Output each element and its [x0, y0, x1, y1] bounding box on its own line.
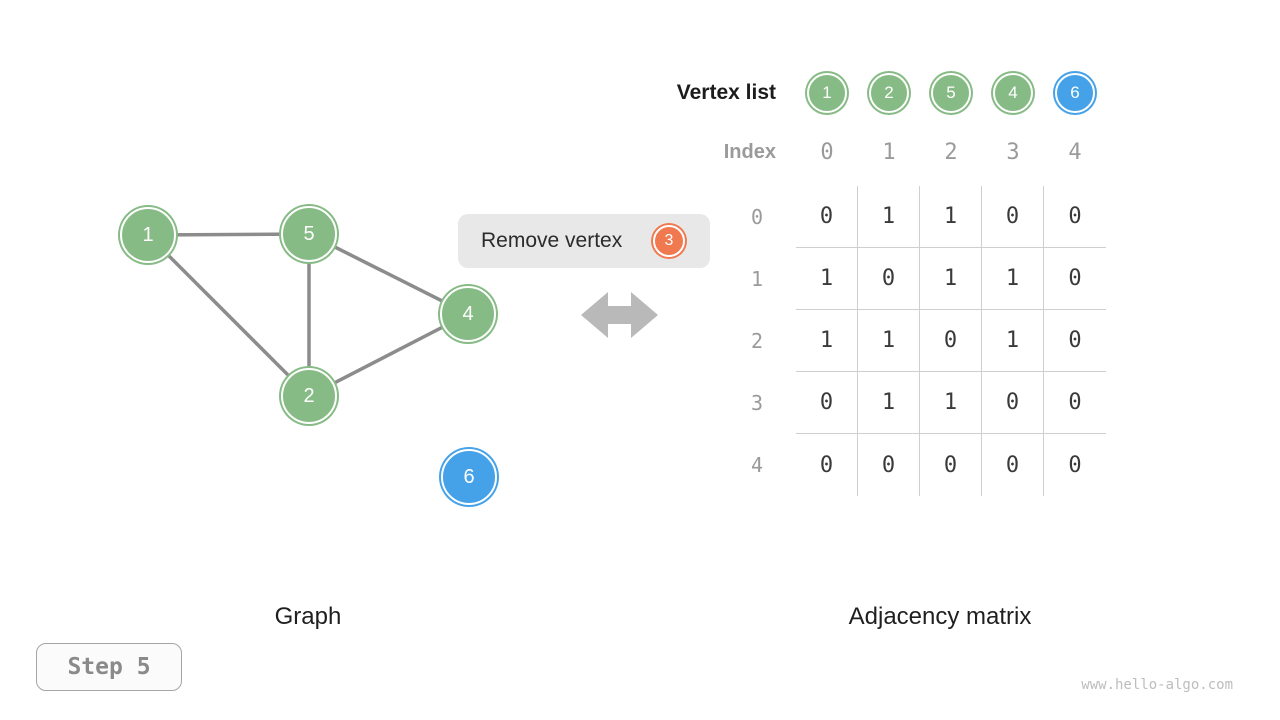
matrix-cell: 0 — [858, 248, 920, 310]
vertex-list-item-6: 6 — [1055, 73, 1095, 113]
matrix-cell: 0 — [796, 434, 858, 496]
matrix-cell: 0 — [1068, 452, 1082, 478]
vertex-list-item-4: 4 — [993, 73, 1033, 113]
vertex-label: 5 — [303, 222, 315, 245]
matrix-cell: 1 — [796, 310, 858, 372]
chip-label: 1 — [822, 83, 832, 102]
matrix-cell: 0 — [1044, 248, 1106, 310]
swap-arrow-icon — [581, 292, 658, 338]
matrix-row-labels: 0 1 2 3 4 — [726, 186, 788, 496]
matrix-cell: 0 — [858, 434, 920, 496]
vertex-label: 2 — [303, 384, 315, 407]
matrix-cell: 1 — [920, 248, 982, 310]
chip-label: 2 — [884, 83, 894, 102]
graph-edge-1-2 — [146, 233, 311, 398]
matrix-cell: 0 — [982, 372, 1044, 434]
matrix-cell: 1 — [858, 186, 920, 248]
vertex-label: 6 — [463, 465, 475, 488]
matrix-cell: 0 — [920, 434, 982, 496]
matrix-cell: 0 — [920, 310, 982, 372]
graph-vertex-6: 6 — [441, 449, 497, 505]
graph-vertex-1: 1 — [120, 207, 176, 263]
vertex-label: 1 — [142, 223, 154, 246]
matrix-cell: 1 — [858, 310, 920, 372]
row-label: 4 — [750, 453, 764, 477]
chip-label: 6 — [1070, 83, 1080, 102]
graph-vertex-5: 5 — [281, 206, 337, 262]
vertex-list-item-5: 5 — [931, 73, 971, 113]
graph-vertex-2: 2 — [281, 368, 337, 424]
adjacency-matrix: 0 1 1 0 0 1 0 1 1 0 1 1 0 1 0 0 1 1 0 0 … — [796, 186, 1106, 496]
index-value: 4 — [1068, 139, 1082, 165]
index-row-title: Index — [723, 141, 776, 163]
row-label: 0 — [750, 205, 764, 229]
matrix-cell: 0 — [982, 186, 1044, 248]
row-label: 2 — [750, 329, 764, 353]
matrix-cell: 1 — [858, 372, 920, 434]
matrix-cell: 0 — [796, 372, 858, 434]
index-value: 1 — [882, 139, 896, 165]
graph-caption: Graph — [274, 603, 342, 630]
vertex-list-title: Vertex list — [676, 81, 776, 104]
step-badge: Step 5 — [36, 643, 182, 691]
graph-edge-2-4 — [308, 312, 469, 398]
row-label: 1 — [750, 267, 764, 291]
vertex-list-item-2: 2 — [869, 73, 909, 113]
removed-vertex-badge: 3 — [653, 225, 685, 257]
watermark: www.hello-algo.com — [1081, 677, 1233, 693]
index-value: 2 — [944, 139, 958, 165]
removed-vertex-number: 3 — [664, 232, 674, 249]
remove-vertex-button[interactable]: Remove vertex 3 — [458, 214, 710, 268]
matrix-cell: 1 — [982, 310, 1044, 372]
matrix-cell: 1 — [796, 248, 858, 310]
index-value: 0 — [820, 139, 834, 165]
matrix-cell: 0 — [1044, 186, 1106, 248]
graph-edge-5-4 — [308, 232, 469, 316]
matrix-cell: 1 — [920, 186, 982, 248]
index-value: 3 — [1006, 139, 1020, 165]
chip-label: 5 — [946, 83, 956, 102]
matrix-cell: 1 — [920, 372, 982, 434]
vertex-label: 4 — [462, 302, 474, 325]
adjacency-matrix-caption: Adjacency matrix — [848, 603, 1032, 630]
graph-vertex-4: 4 — [440, 286, 496, 342]
matrix-cell: 0 — [1044, 310, 1106, 372]
chip-label: 4 — [1008, 83, 1018, 102]
vertex-list-item-1: 1 — [807, 73, 847, 113]
row-label: 3 — [750, 391, 764, 415]
matrix-cell: 0 — [796, 186, 858, 248]
matrix-cell: 0 — [982, 434, 1044, 496]
index-row: 0 1 2 3 4 — [796, 130, 1106, 174]
remove-vertex-label: Remove vertex — [481, 229, 623, 252]
matrix-cell: 0 — [1044, 372, 1106, 434]
matrix-cell: 1 — [982, 248, 1044, 310]
